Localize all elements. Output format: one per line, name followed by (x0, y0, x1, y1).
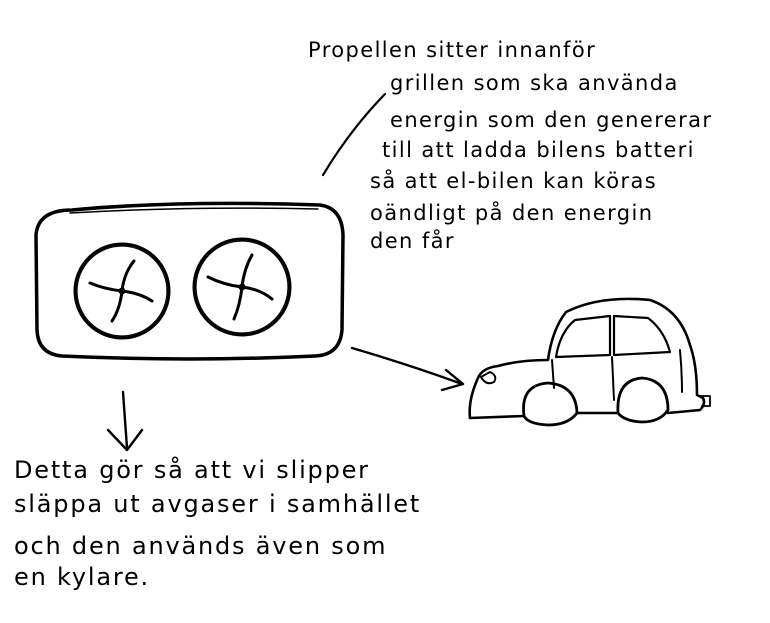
note-pointer-line (321, 92, 387, 177)
fan-right (192, 237, 292, 337)
propeller-note-line-1: Propellen sitter innanför (308, 38, 597, 62)
propeller-note-line-5: så att el-bilen kan köras (370, 169, 658, 193)
exhaust-note-line-2: släppa ut avgaser i samhället (14, 490, 422, 518)
propeller-note-line-4: till att ladda bilens batteri (382, 138, 695, 162)
exhaust-note-line-1: Detta gör så att vi slipper (14, 456, 370, 484)
arrow-down (106, 390, 144, 452)
propeller-note-line-2: grillen som ska använda (390, 71, 679, 95)
grille-housing (34, 201, 345, 361)
propeller-note-line-7: den får (370, 229, 455, 253)
arrow-to-car (350, 346, 465, 392)
propeller-note-line-6: oändligt på den energin (370, 201, 654, 225)
exhaust-note-line-4: en kylare. (14, 563, 150, 591)
car (468, 297, 711, 427)
propeller-note-line-3: energin som den genererar (390, 108, 713, 132)
fan-left (73, 242, 171, 340)
exhaust-note-line-3: och den används även som (14, 532, 388, 560)
